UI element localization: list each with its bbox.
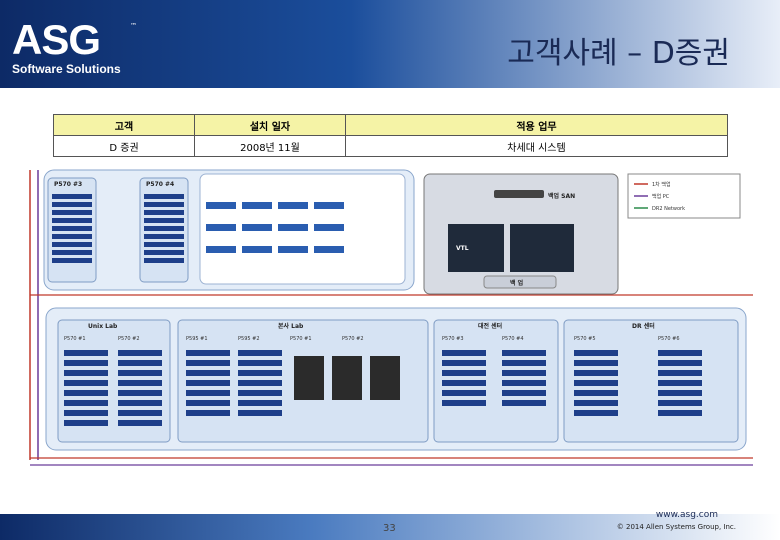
server-label: P570 #2	[342, 336, 364, 342]
storage-units	[294, 356, 400, 400]
vtl-unit	[448, 224, 504, 272]
zone-label: 대전 센터	[478, 322, 502, 330]
footer-copyright: © 2014 Allen Systems Group, Inc.	[616, 523, 736, 531]
summary-table: 고객 설치 일자 적용 업무 D 증권 2008년 11월 차세대 시스템	[53, 114, 728, 157]
server-label: P570 #3	[442, 336, 464, 342]
zone-label: Unix Lab	[88, 323, 118, 330]
asg-logo: ASG ™ Software Solutions	[12, 16, 137, 77]
lab-servers	[206, 202, 344, 253]
column-header: 설치 일자	[194, 114, 346, 136]
server-label: P570 #4	[502, 336, 524, 342]
footer-url[interactable]: www.asg.com	[655, 510, 718, 520]
table-cell: 차세대 시스템	[345, 135, 728, 157]
vtl-label: VTL	[456, 245, 469, 252]
network-diagram: P570 #3 P570 #4 백업 SAN VTL 백 업 1차 백업 백업 …	[29, 169, 753, 466]
server-label: P570 #2	[118, 336, 140, 342]
backup-label: 백 업	[510, 279, 523, 287]
logo-mark: ASG	[12, 16, 101, 63]
column-header: 고객	[53, 114, 195, 136]
server-label: P570 #6	[658, 336, 680, 342]
san-switch	[494, 190, 544, 198]
summary-header-row: 고객 설치 일자 적용 업무	[53, 114, 728, 136]
legend-label: DR2 Network	[652, 206, 685, 212]
server-label: P570 #1	[64, 336, 86, 342]
legend-label: 백업 PC	[652, 193, 670, 200]
logo-subtitle: Software Solutions	[12, 62, 121, 76]
tape-library	[510, 224, 574, 272]
san-label: 백업 SAN	[548, 192, 575, 200]
table-row: D 증권 2008년 11월 차세대 시스템	[53, 135, 728, 157]
backup-label-box	[483, 275, 557, 289]
table-cell: 2008년 11월	[194, 135, 346, 157]
column-header: 적용 업무	[345, 114, 728, 136]
rack-units	[52, 194, 184, 263]
table-cell: D 증권	[53, 135, 195, 157]
page-number: 33	[383, 523, 396, 534]
server-label: P570 #1	[290, 336, 312, 342]
footer-bar	[0, 514, 780, 540]
legend-label: 1차 백업	[652, 181, 671, 188]
header-banner: ASG ™ Software Solutions 고객사례 – D증권	[0, 0, 780, 88]
logo-trademark: ™	[130, 22, 137, 30]
zone-label: DR 센터	[632, 322, 655, 330]
rack-label: P570 #4	[146, 181, 174, 188]
rack-label: P570 #3	[54, 181, 82, 188]
page-title: 고객사례 – D증권	[507, 36, 730, 71]
server-units	[64, 350, 702, 426]
server-label: P595 #2	[238, 336, 260, 342]
server-label: P570 #5	[574, 336, 596, 342]
server-label: P595 #1	[186, 336, 208, 342]
zone-label: 본사 Lab	[278, 322, 304, 330]
